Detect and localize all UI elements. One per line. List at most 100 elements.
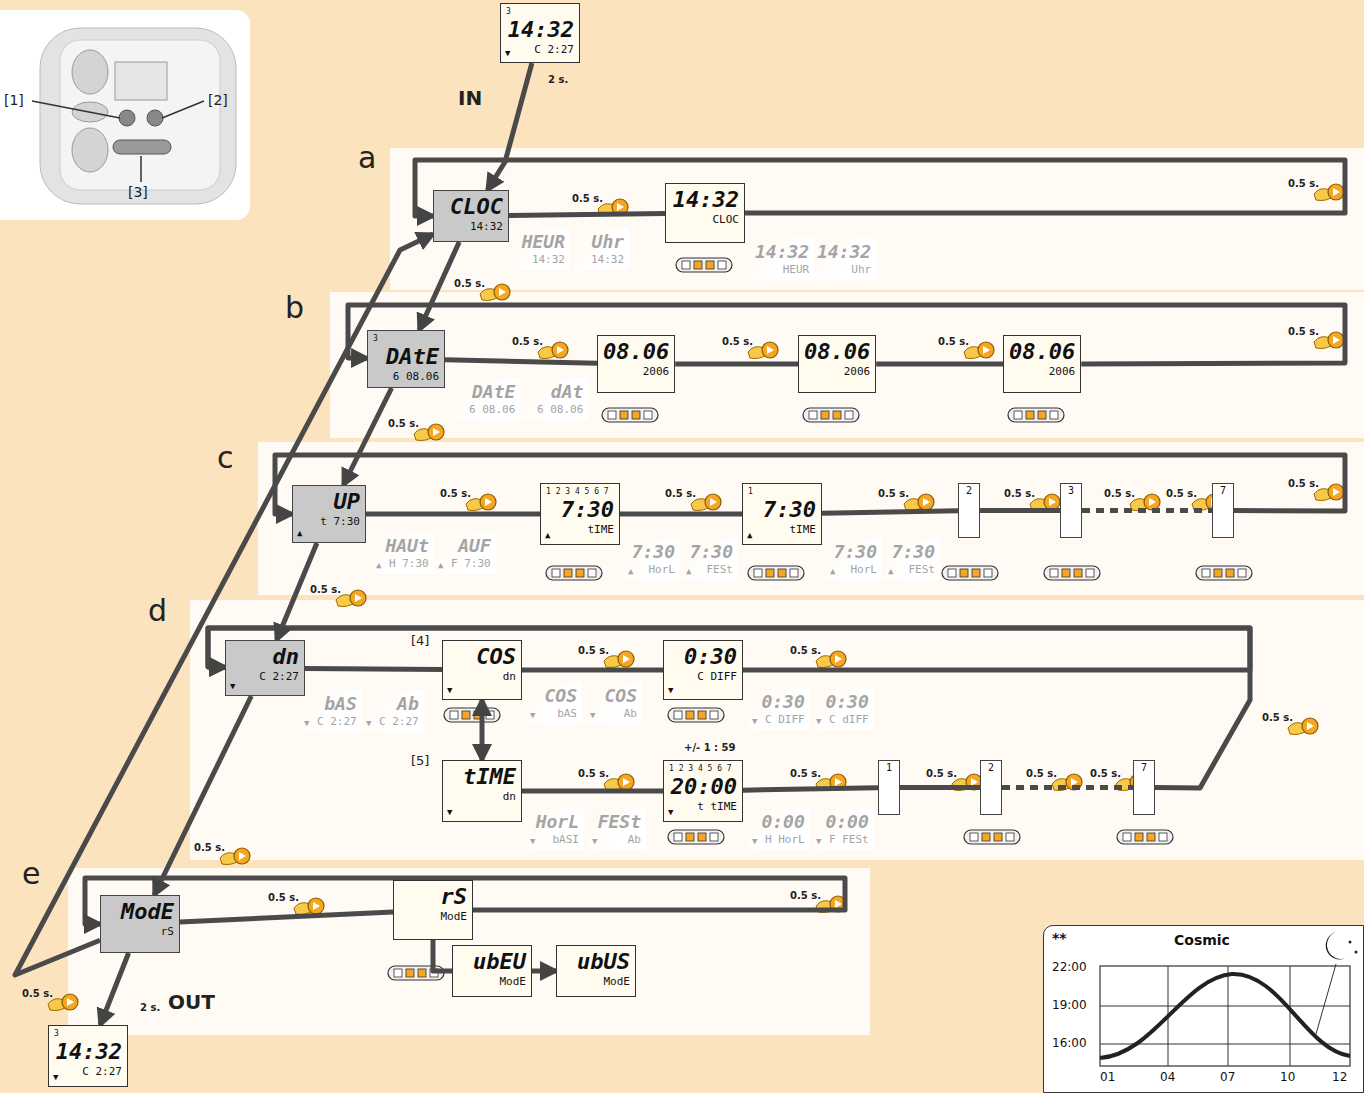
press-duration: 2 s. bbox=[140, 1002, 160, 1013]
display-text: bAS bbox=[531, 707, 577, 721]
display-text: 1 2 3 4 5 6 7 bbox=[546, 487, 614, 497]
display-text: C DIFF bbox=[669, 670, 737, 684]
display-text: COS bbox=[591, 685, 637, 707]
display-text: ▼ bbox=[752, 836, 757, 846]
lcd-display: 1 2 3 4 5 6 720:00▼t tIME bbox=[663, 760, 743, 822]
press-duration: 0.5 s. bbox=[1004, 488, 1035, 499]
lcd-display: 314:32▼C 2:27 bbox=[500, 3, 580, 63]
press-duration: 0.5 s. bbox=[1262, 712, 1293, 723]
section-letter: a bbox=[358, 140, 376, 175]
display-text: UP bbox=[298, 489, 360, 515]
display-text: Cosmic bbox=[1174, 932, 1230, 948]
flow-connector bbox=[743, 788, 878, 791]
flow-connector bbox=[509, 214, 665, 216]
display-text: ▼ bbox=[505, 48, 510, 58]
display-text: dAt bbox=[525, 381, 583, 403]
display-text: 7:30 bbox=[687, 541, 733, 563]
display-text: FESt bbox=[593, 811, 641, 833]
flow-connector bbox=[487, 63, 532, 190]
press-duration: 0.5 s. bbox=[310, 584, 341, 595]
alt-language-display: DAtE6 08.06 bbox=[452, 378, 520, 420]
display-text: 2006 bbox=[804, 365, 870, 379]
display-text: 7:30 bbox=[546, 497, 614, 523]
display-text: 3 bbox=[506, 7, 574, 17]
alt-language-display: 7:30▲FESt bbox=[682, 538, 738, 580]
press-duration: 0.5 s. bbox=[194, 842, 225, 853]
alt-language-display: AUF▲F 7:30 bbox=[434, 532, 496, 574]
display-text: F 7:30 bbox=[439, 557, 491, 571]
display-text: ▼ bbox=[366, 718, 371, 728]
display-text: ▲ bbox=[830, 566, 835, 576]
press-duration: 0.5 s. bbox=[790, 890, 821, 901]
section-letter: e bbox=[22, 856, 40, 891]
button-strip bbox=[444, 708, 500, 722]
display-text: 12 bbox=[1332, 1070, 1347, 1084]
display-text: AUF bbox=[439, 535, 491, 557]
display-text: 2 bbox=[961, 486, 977, 496]
alt-language-display: 0:00▼H HorL bbox=[748, 808, 810, 850]
display-text: 14:32 bbox=[817, 241, 871, 263]
display-text: 01 bbox=[1100, 1070, 1115, 1084]
display-text: 16:00 bbox=[1052, 1036, 1087, 1050]
press-duration: 0.5 s. bbox=[1026, 768, 1057, 779]
flow-connector bbox=[100, 953, 128, 1025]
callout-number: [2] bbox=[208, 92, 228, 108]
press-duration: 0.5 s. bbox=[388, 418, 419, 429]
display-text: 0:30 bbox=[669, 644, 737, 670]
display-text: bASI bbox=[531, 833, 579, 847]
display-text: HorL bbox=[531, 811, 579, 833]
alt-language-display: 0:00▼F FESt bbox=[812, 808, 874, 850]
flow-connector bbox=[522, 789, 663, 794]
button-strip bbox=[803, 408, 859, 422]
display-text: 0:00 bbox=[753, 811, 805, 833]
display-text: ▼ bbox=[668, 807, 673, 817]
alt-language-display: COS▼Ab bbox=[586, 682, 642, 724]
day-box: 1 bbox=[878, 760, 900, 815]
flow-connector bbox=[532, 969, 556, 974]
display-text: ModE bbox=[458, 975, 526, 989]
press-duration: 2 s. bbox=[548, 74, 568, 85]
lcd-display: 08.062006 bbox=[1003, 335, 1081, 393]
display-text: DAtE bbox=[457, 381, 515, 403]
display-text: 14:32 bbox=[579, 253, 624, 267]
display-text: 1 bbox=[881, 763, 897, 773]
display-text: Ab bbox=[593, 833, 641, 847]
display-text: 0:30 bbox=[753, 691, 805, 713]
lcd-display: rSModE bbox=[393, 880, 473, 940]
display-text: ▲ bbox=[888, 566, 893, 576]
section-letter: c bbox=[217, 440, 234, 475]
display-text: Uhr bbox=[817, 263, 871, 277]
display-text: COS bbox=[448, 644, 516, 670]
callout-number: [3] bbox=[128, 184, 148, 200]
press-duration: 0.5 s. bbox=[878, 488, 909, 499]
display-text: rS bbox=[399, 884, 467, 910]
display-text: ubEU bbox=[458, 949, 526, 975]
display-text: ▼ bbox=[668, 685, 673, 695]
display-text: HEUR bbox=[755, 263, 809, 277]
day-box: 7 bbox=[1133, 760, 1155, 815]
display-text: C 2:27 bbox=[367, 715, 419, 729]
press-duration: 0.5 s. bbox=[665, 488, 696, 499]
display-text: 1 2 3 4 5 6 7 bbox=[669, 764, 737, 774]
in-out-label: OUT bbox=[168, 990, 215, 1014]
display-text: 07 bbox=[1220, 1070, 1235, 1084]
press-duration: 0.5 s. bbox=[1288, 478, 1319, 489]
display-text: ▼ bbox=[530, 836, 535, 846]
alt-language-display: 14:32HEUR bbox=[750, 238, 814, 280]
display-text: 08.06 bbox=[804, 339, 870, 365]
display-text: Uhr bbox=[579, 231, 624, 253]
lcd-display: 314:32▼C 2:27 bbox=[48, 1025, 128, 1087]
flow-connector bbox=[419, 242, 459, 330]
button-strip bbox=[1117, 830, 1173, 844]
alt-language-display: COS▼bAS bbox=[526, 682, 582, 724]
button-strip bbox=[1044, 566, 1100, 580]
lcd-display: [4]COS▼dn bbox=[442, 640, 522, 700]
press-duration: 0.5 s. bbox=[1288, 326, 1319, 337]
display-text: 0:00 bbox=[817, 811, 869, 833]
display-text: dn bbox=[231, 644, 299, 670]
display-text: HEUR bbox=[517, 231, 565, 253]
display-text: ▼ bbox=[592, 836, 597, 846]
lcd-display: 08.062006 bbox=[597, 335, 675, 393]
flow-connector bbox=[675, 362, 798, 367]
display-text: FESt bbox=[889, 563, 935, 577]
